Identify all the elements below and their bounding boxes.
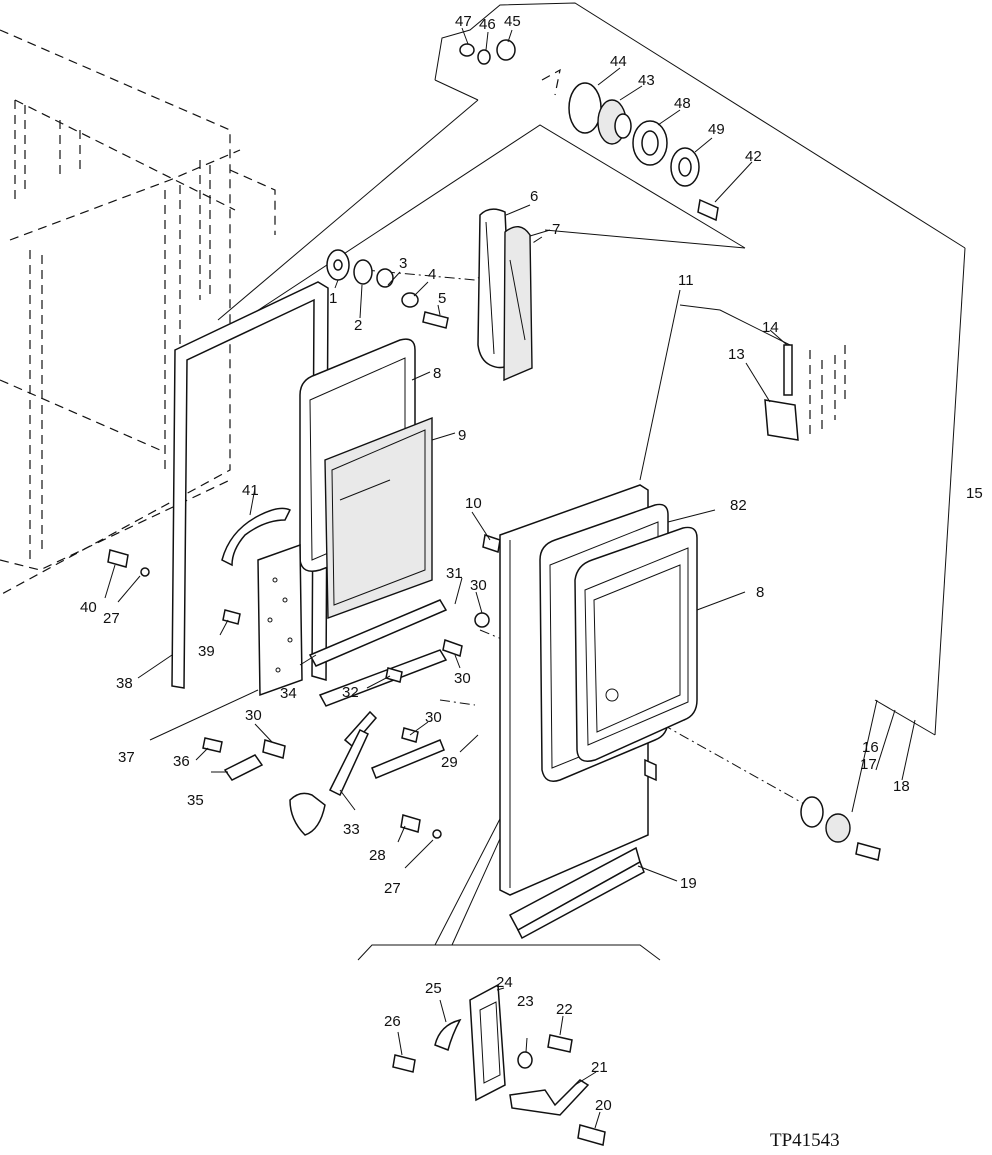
inner-panel-39 (257, 543, 303, 697)
callout-15: 15 (966, 485, 983, 502)
bumper-16-18 (800, 796, 881, 861)
washers-1-5 (326, 249, 449, 329)
callout-35: 33 (343, 821, 360, 838)
window-regulator (308, 599, 463, 797)
callout-33: 31 (446, 565, 463, 582)
cab-body-outline (0, 29, 276, 596)
callout-16: 16 (862, 739, 879, 756)
callout-26: 26 (384, 1013, 401, 1030)
callout-42: 40 (80, 599, 97, 616)
part-44 (697, 198, 719, 222)
callout-23: 23 (517, 993, 534, 1010)
hinge-13-14 (764, 344, 846, 441)
figure-code: TP41543 (770, 1130, 840, 1151)
callout-39: 37 (118, 749, 135, 766)
callout-27-upper: 27 (103, 610, 120, 627)
small-window-6-7 (477, 208, 533, 382)
callout-25: 25 (425, 980, 442, 997)
callout-48: 46 (479, 16, 496, 33)
callout-49: 47 (455, 13, 472, 30)
strap-43 (221, 507, 292, 567)
handle-21 (509, 1079, 590, 1116)
callout-13: 13 (728, 346, 745, 363)
callout-8-upper: 8 (433, 365, 441, 382)
callout-36: 34 (280, 685, 297, 702)
bracket-19 (508, 846, 645, 940)
callout-50: 48 (674, 95, 691, 112)
callout-44: 42 (745, 148, 762, 165)
callout-43: 41 (242, 482, 259, 499)
callout-11: 11 (678, 272, 694, 289)
callout-18: 18 (893, 778, 910, 795)
callout-28: 28 (369, 847, 386, 864)
callout-9: 9 (458, 427, 466, 444)
callout-32: 30 (470, 577, 487, 594)
callout-30-right: 30 (425, 709, 442, 726)
part-47 (496, 39, 516, 61)
callout-1: 1 (329, 290, 337, 307)
callout-51: 49 (708, 121, 725, 138)
callout-8-lower: 8 (756, 584, 764, 601)
callout-37: 35 (187, 792, 204, 809)
callout-30-left: 30 (245, 707, 262, 724)
callout-7: 7 (552, 221, 560, 238)
callout-45: 43 (638, 72, 655, 89)
callout-17: 17 (860, 756, 877, 773)
callout-29: 29 (441, 754, 458, 771)
handles-and-fasteners (107, 534, 501, 839)
latch-group (392, 983, 606, 1146)
callout-2: 2 (354, 317, 362, 334)
callout-27-lower: 27 (384, 880, 401, 897)
callout-22: 22 (556, 1001, 573, 1018)
callout-38: 36 (173, 753, 190, 770)
window-seal-and-glass (299, 338, 433, 619)
callout-6: 6 (530, 188, 538, 205)
callout-19: 19 (680, 875, 697, 892)
callout-82: 82 (730, 497, 747, 514)
hinge-hardware (459, 39, 719, 222)
part-48 (477, 49, 491, 65)
callout-47: 45 (504, 13, 521, 30)
callout-46: 44 (610, 53, 627, 70)
callout-24: 24 (496, 974, 513, 991)
callout-4: 4 (428, 266, 436, 283)
callout-20: 20 (595, 1097, 612, 1114)
callout-21: 21 (591, 1059, 608, 1076)
part-49 (459, 43, 475, 57)
part-46 (568, 82, 602, 134)
callout-5: 5 (438, 290, 446, 307)
door-assembly (499, 484, 698, 896)
callout-10: 10 (465, 495, 482, 512)
cam-25 (434, 1018, 462, 1051)
latch-plate-24 (469, 983, 506, 1102)
callout-41: 39 (198, 643, 215, 660)
callout-40: 38 (116, 675, 133, 692)
callout-labels: 47 46 45 44 43 48 49 42 1 2 3 4 5 6 7 8 … (80, 13, 983, 1151)
callout-31: 30 (454, 670, 471, 687)
callout-3: 3 (399, 255, 407, 272)
leader-lines (104, 27, 916, 1129)
callout-34: 32 (342, 684, 359, 701)
callout-14: 14 (762, 319, 779, 336)
